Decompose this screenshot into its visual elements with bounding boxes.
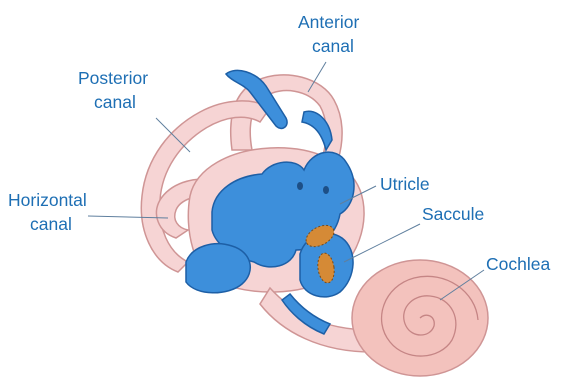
- label-cochlea: Cochlea: [486, 254, 550, 274]
- label-utricle: Utricle: [380, 174, 430, 194]
- ampulla-pouch: [186, 244, 250, 293]
- label-horizontal-line1: Horizontal: [8, 190, 87, 210]
- label-anterior-line1: Anterior: [298, 12, 359, 32]
- label-horizontal-line2: canal: [30, 214, 72, 234]
- utricle-spot-2: [323, 186, 329, 194]
- label-posterior-line1: Posterior: [78, 68, 148, 88]
- label-posterior-line2: canal: [94, 92, 136, 112]
- label-saccule: Saccule: [422, 204, 484, 224]
- label-anterior-line2: canal: [312, 36, 354, 56]
- utricle-spot-1: [297, 182, 303, 190]
- cochlea-shape: [352, 260, 488, 376]
